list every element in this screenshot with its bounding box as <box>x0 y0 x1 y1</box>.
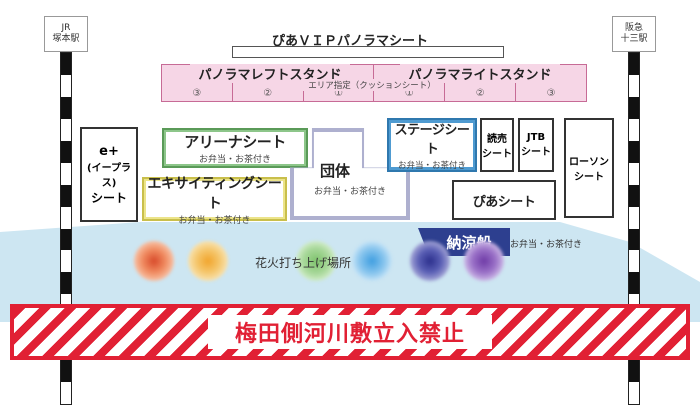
no-entry-banner-text-box: 梅田側河川敷立入禁止 <box>208 315 492 349</box>
stand-section: ③ <box>162 65 233 101</box>
vip-panorama-seat[interactable] <box>232 46 504 58</box>
stage-seat-title: ステージシート <box>394 123 470 157</box>
arena-seat-title: アリーナシート <box>184 133 286 151</box>
jtb-seat[interactable]: JTB シート <box>518 118 554 172</box>
eplus-seat[interactable]: e+ (イープラス) シート <box>80 127 138 222</box>
firework-orb-purple <box>464 241 504 281</box>
eplus-seat-line2: (イープラス) <box>87 162 131 189</box>
group-seat-title: 団体 <box>319 162 350 180</box>
firework-orb-green <box>296 241 336 281</box>
eplus-seat-line1: e+ <box>99 143 119 159</box>
stage-seat-sub: お弁当・お茶付き <box>397 161 466 171</box>
yomiuri-seat-line1: 読売 <box>487 134 507 145</box>
exciting-seat-sub: お弁当・お茶付き <box>178 215 251 226</box>
exciting-seat[interactable]: エキサイティングシート お弁当・お茶付き <box>142 176 287 226</box>
arena-seat[interactable]: アリーナシート お弁当・お茶付き <box>162 128 308 168</box>
stand-section: ③ <box>546 88 556 99</box>
stand-section: ② <box>445 65 517 101</box>
eplus-seat-line3: シート <box>90 190 127 205</box>
yomiuri-seat-line2: シート <box>482 149 512 160</box>
exciting-seat-title: エキサイティングシート <box>147 175 282 212</box>
no-entry-banner-text: 梅田側河川敷立入禁止 <box>234 322 465 347</box>
stage-seat[interactable]: ステージシート お弁当・お茶付き <box>387 118 477 172</box>
stand-section: ① <box>374 65 446 101</box>
firework-orb-orange <box>188 241 228 281</box>
noryo-boat-sub: お弁当・お茶付き <box>510 240 583 250</box>
firework-orb-blue <box>352 241 392 281</box>
lawson-seat-line1: ローソン <box>569 157 609 168</box>
station-right-line: 阪急 <box>624 23 643 33</box>
launch-site-label: 花火打ち上げ場所 <box>254 256 351 270</box>
station-jr-tsukamoto: JR 塚本駅 <box>44 16 88 52</box>
lawson-seat-line2: シート <box>574 172 604 183</box>
right-stand-title: パノラマライトスタンド <box>400 64 560 83</box>
firework-orb-indigo <box>410 241 450 281</box>
no-entry-banner <box>10 304 690 360</box>
yomiuri-seat[interactable]: 読売 シート <box>480 118 514 172</box>
firework-orb-red <box>134 241 174 281</box>
group-seat-sub: お弁当・お茶付き <box>313 187 386 197</box>
pia-seat-title: ぴあシート <box>472 194 536 210</box>
pia-seat[interactable]: ぴあシート <box>452 180 556 220</box>
arena-seat-sub: お弁当・お茶付き <box>198 155 271 165</box>
cushion-area-label: エリア指定（クッションシート） <box>302 79 442 91</box>
station-right-name: 十三駅 <box>620 34 648 44</box>
station-left-name: 塚本駅 <box>52 34 80 44</box>
vip-panorama-label: ぴあＶＩＰパノラマシート <box>271 34 428 49</box>
station-left-line: JR <box>61 23 71 33</box>
jtb-seat-line1: JTB <box>526 132 546 143</box>
lawson-seat[interactable]: ローソン シート <box>564 118 614 218</box>
station-hankyu-juso: 阪急 十三駅 <box>612 16 656 52</box>
jtb-seat-line2: シート <box>521 147 551 158</box>
